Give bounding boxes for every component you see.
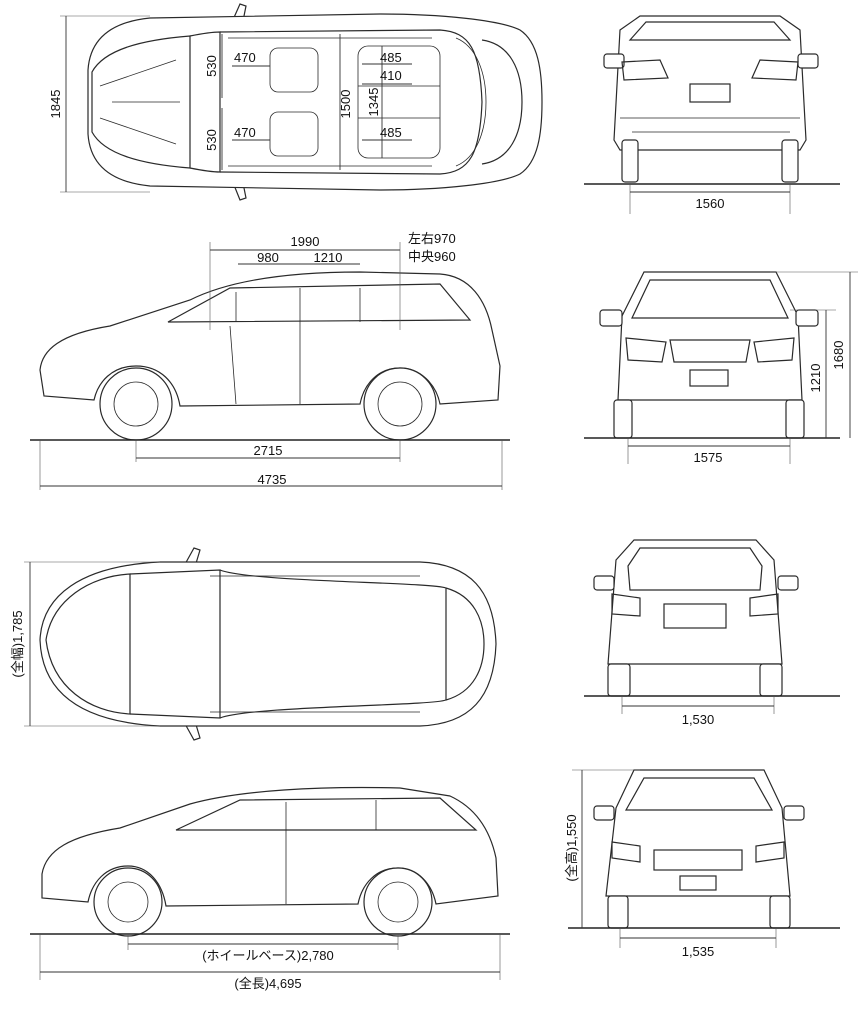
v1-front-half-width-upper-label: 530 — [204, 55, 219, 77]
v1-rear-seat-width-lower-label: 485 — [380, 125, 402, 140]
v2-front-track-label: 1,535 — [682, 944, 715, 959]
v1-rear-track-label: 1560 — [696, 196, 725, 211]
v2-rear-track-label: 1,530 — [682, 712, 715, 727]
v1-cabin-width-label: 1500 — [338, 90, 353, 119]
v1-interior-height-label: 1210 — [808, 364, 823, 393]
v1-luggage-note-2: 中央960 — [408, 249, 456, 264]
v1-front-view: 1575 1680 1210 — [584, 271, 858, 465]
v2-top-view: (全幅)1,785 — [10, 547, 497, 741]
v1-side-body — [39, 271, 501, 407]
v1-rear-view: 1560 — [584, 15, 840, 214]
v1-front-half-width-lower-label: 530 — [204, 129, 219, 151]
v1-wheelbase-label: 2715 — [254, 443, 283, 458]
v1-top-view: 1845 530 530 470 470 1500 485 410 1345 4… — [48, 3, 543, 201]
v2-front-view: 1,535 (全高)1,550 — [564, 769, 840, 959]
v1-rear-seat-span-label: 1210 — [314, 250, 343, 265]
v1-front-seat-width-lower-label: 470 — [234, 125, 256, 140]
v2-wheelbase-label: (ホイールベース)2,780 — [202, 948, 334, 963]
v2-overall-height-label: (全高)1,550 — [564, 814, 579, 881]
v1-rear-seat-center-label: 410 — [380, 68, 402, 83]
v2-side-view: (ホイールベース)2,780 (全長)4,695 — [30, 786, 510, 991]
v2-overall-width-label: (全幅)1,785 — [10, 610, 25, 677]
v1-front-seat-width-upper-label: 470 — [234, 50, 256, 65]
v2-rear-view: 1,530 — [584, 539, 840, 727]
v1-rear-cabin-width-label: 1345 — [366, 88, 381, 117]
v1-cabin-length-label: 1990 — [291, 234, 320, 249]
v1-side-view: 1990 980 1210 左右970 中央960 2715 4735 — [30, 231, 510, 490]
v2-body-outline — [39, 561, 497, 727]
v1-front-seat-span-label: 980 — [257, 250, 279, 265]
v2-overall-length-label: (全長)4,695 — [234, 976, 301, 991]
v2-side-body — [41, 786, 499, 907]
v1-overall-height-label: 1680 — [831, 341, 846, 370]
v1-overall-width-label: 1845 — [48, 90, 63, 119]
body-outline — [87, 13, 543, 191]
v1-overall-length-label: 4735 — [258, 472, 287, 487]
v1-luggage-note-1: 左右970 — [408, 231, 456, 246]
v1-rear-seat-width-upper-label: 485 — [380, 50, 402, 65]
v1-front-track-label: 1575 — [694, 450, 723, 465]
